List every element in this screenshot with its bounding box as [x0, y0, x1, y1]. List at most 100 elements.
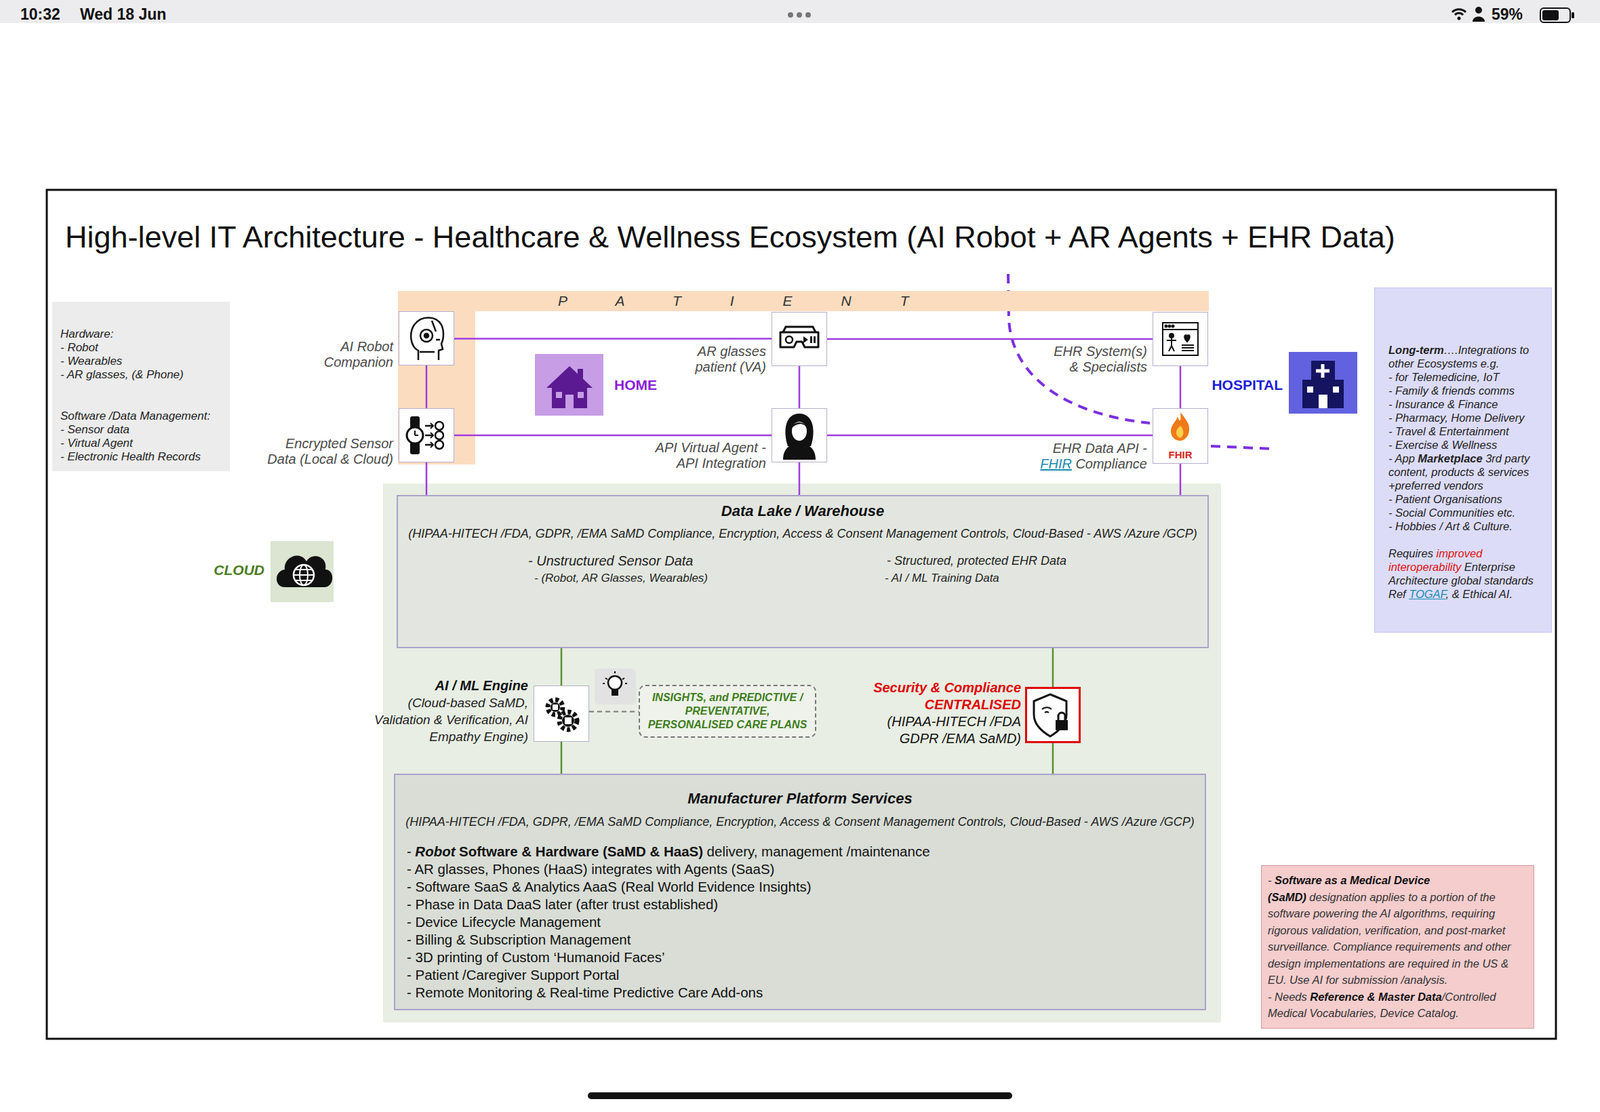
lightbulb-icon	[594, 668, 636, 705]
icon-grounds	[398, 311, 455, 366]
node-text: EHR Data API -	[1052, 440, 1148, 456]
robot-icon-box: AI Robot Companion	[398, 311, 455, 366]
node-text: - Phase in Data DaaS later (after trust …	[406, 896, 718, 912]
connector-line	[589, 711, 639, 713]
connector-line	[1052, 648, 1055, 687]
security-icon-box: Security & Compliance CENTRALISED(HIPAA-…	[1025, 686, 1081, 744]
gears-icon	[552, 704, 558, 710]
fhir-flame	[1170, 412, 1190, 441]
cloud-icon	[276, 555, 333, 588]
text-line: - Social Communities etc.	[1388, 505, 1546, 520]
node-text: - Unstructured Sensor Data	[528, 553, 693, 569]
node-text: , & Ethical AI.	[1446, 587, 1513, 600]
agent-icon	[785, 413, 813, 447]
text-line: - 3D printing of Custom ‘Humanoid Faces’	[406, 948, 931, 967]
engine-icon-box: AI / ML Engine(Cloud-based SaMD, Validat…	[533, 685, 590, 742]
node-text: - Pharmacy, Home Delivery	[1388, 411, 1525, 424]
text-line: - Insurance & Finance	[1388, 397, 1546, 411]
text-line: CLOUD	[213, 561, 265, 579]
text-line: - Virtual Agent	[60, 436, 226, 451]
lightbulb-icon	[594, 668, 636, 705]
node-text: EHR System(s) & Specialists	[1053, 343, 1148, 375]
text-line: (HIPAA-HITECH /FDA, GDPR, /EMA SaMD Comp…	[395, 814, 1205, 830]
ehr-icon	[1166, 337, 1177, 352]
gears-icon	[564, 717, 572, 725]
status-bar	[787, 12, 794, 18]
text-line: Hardware:	[60, 327, 226, 342]
sensor-icon	[425, 425, 434, 445]
text-group: HOME	[614, 376, 657, 394]
node-text: HOME	[614, 376, 657, 393]
text-line: - Software SaaS & Analytics AaaS (Real W…	[406, 877, 931, 896]
robot-icon	[424, 333, 429, 338]
text-line: - AI / ML Training Data	[884, 570, 1000, 586]
home-icon	[555, 391, 563, 398]
connector-line	[454, 337, 772, 340]
text-line: Software /Data Management:	[60, 409, 226, 424]
text-line: - AppMarketplace3rd party content, produ…	[1388, 451, 1546, 493]
status-bar	[1540, 8, 1571, 23]
text-line: EHR Data API -	[1040, 440, 1148, 457]
text-line: - (Robot, AR Glasses, Wearables)	[534, 570, 708, 586]
connector-line	[1179, 366, 1182, 409]
text-line: - Sensor data	[60, 423, 226, 437]
text-line: FHIR	[1153, 448, 1208, 462]
ar-glasses-icon	[810, 336, 813, 344]
node-text: - Social Communities etc.	[1388, 506, 1516, 519]
gears-icon	[547, 699, 563, 715]
shield-icon	[1058, 712, 1066, 720]
text-line: Requiresimproved interoperabilityEnterpr…	[1388, 546, 1546, 601]
sensor-icon-box: Encrypted Sensor Data (Local & Cloud)	[398, 408, 455, 463]
text-group: -Software as a Medical Device (SaMD)desi…	[1267, 871, 1528, 1022]
cloud-icon-box: CLOUD	[270, 541, 334, 603]
node-text: designation applies to a portion of the …	[1267, 890, 1512, 987]
connector-line	[560, 741, 563, 774]
shield-icon	[1042, 707, 1052, 713]
legend-panel: Hardware:- Robot- Wearables- AR glasses,…	[52, 301, 230, 472]
node-text: AI Robot Companion	[324, 338, 394, 370]
sensor-icon	[406, 416, 444, 455]
node-text: FHIR	[1040, 456, 1072, 472]
connector-line	[1179, 463, 1182, 495]
connector-line	[454, 434, 772, 437]
text-group: INSIGHTS, and PREDICTIVE / PREVENTATIVE,…	[645, 690, 810, 732]
robot-icon	[419, 320, 440, 352]
text-line: - Travel & Entertainment	[1388, 424, 1546, 438]
hospital-icon	[1311, 360, 1335, 382]
node-text: - Patient Organisations	[1388, 492, 1503, 506]
node-text: - Remote Monitoring & Real-time Predicti…	[406, 984, 763, 1000]
text-group: EHR System(s) & Specialists	[1045, 343, 1148, 375]
node-text: HOSPITAL	[1211, 376, 1283, 393]
status-bar	[805, 12, 811, 18]
text-line: HOME	[614, 376, 657, 394]
icon-grounds	[771, 311, 828, 367]
node-text: PATIENT	[557, 292, 958, 309]
node-text: - Sensor data	[60, 423, 130, 436]
home-icon	[534, 353, 604, 416]
fhir-flame	[1176, 425, 1184, 438]
node-text: - Hobbies / Art & Culture.	[1388, 520, 1513, 533]
text-group: Data Lake / Warehouse(HIPAA-HITECH /FDA,…	[397, 501, 1208, 542]
home-indicator	[587, 1092, 1013, 1099]
sensor-icon	[435, 431, 444, 440]
connector-line	[798, 462, 801, 495]
text-line: - Wearables	[60, 354, 226, 369]
status-bar	[1571, 12, 1575, 19]
sensor-icon	[435, 421, 444, 430]
text-group: FHIR	[1153, 448, 1208, 462]
robot-icon	[410, 317, 444, 361]
diagram-title: High-level IT Architecture - Healthcare …	[65, 218, 1396, 257]
text-line: - Electronic Health Records	[60, 450, 226, 464]
text-line: Long-term….Integrations to other Ecosyst…	[1388, 343, 1546, 371]
ehr-icon	[1162, 328, 1198, 331]
connector-line	[425, 365, 428, 409]
connector-line	[798, 366, 801, 409]
text-group: Security & Compliance CENTRALISED(HIPAA-…	[866, 679, 1022, 748]
node-text: -	[406, 843, 412, 859]
data-lake-box: Data Lake / Warehouse(HIPAA-HITECH /FDA,…	[396, 494, 1209, 649]
status-bar	[1457, 16, 1462, 21]
fhir-icon-box: EHR Data API -FHIRComplianceFHIR	[1152, 408, 1209, 464]
text-line: AI Robot Companion	[308, 338, 394, 371]
node-text: - Travel & Entertainment	[1388, 425, 1510, 438]
node-text: - AI / ML Training Data	[884, 571, 1000, 585]
